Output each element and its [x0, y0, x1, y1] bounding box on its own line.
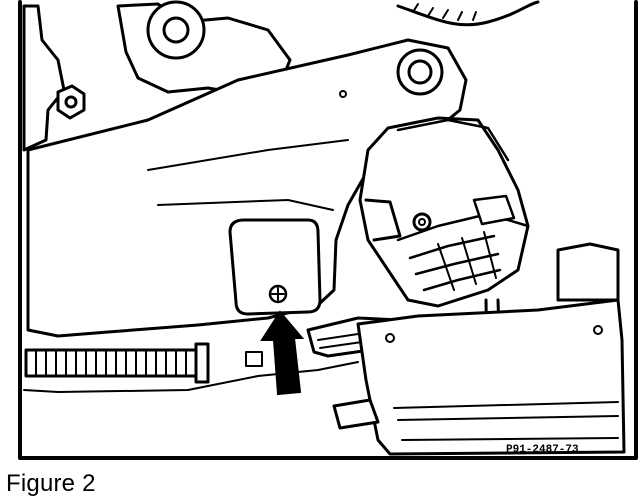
- cable-lines: [412, 3, 477, 21]
- engine-block-casting: [22, 4, 66, 152]
- cover-plate: [228, 218, 322, 316]
- cover-screw-slot: [271, 287, 285, 301]
- upper-pulley-hub: [162, 16, 190, 44]
- cable: [396, 0, 540, 27]
- stud-nut: [194, 342, 210, 384]
- pointer-arrow-icon: [260, 310, 305, 396]
- actuator-side: [364, 198, 402, 242]
- actuator-ribs: [396, 212, 530, 292]
- figure-caption: Figure 2: [6, 470, 96, 497]
- frame-border: [18, 0, 638, 460]
- lower-slide-teeth: [317, 333, 363, 349]
- small-hole: [339, 90, 347, 98]
- carrier-tab: [332, 398, 380, 430]
- carrier-hole-left: [385, 333, 395, 343]
- carrier-hole-right: [593, 325, 603, 335]
- carrier-inner: [393, 401, 619, 441]
- bracket-edge-line: [147, 139, 349, 171]
- stud-threads: [35, 349, 187, 377]
- technical-illustration: P91-2487-73: [18, 0, 638, 462]
- actuator-bracket: [472, 194, 516, 226]
- bracket-bolt-hole-inner: [407, 59, 433, 85]
- actuator-housing: [358, 116, 530, 308]
- small-bolt: [245, 351, 263, 367]
- carrier-ridge: [556, 242, 620, 302]
- part-number: P91-2487-73: [506, 444, 579, 456]
- bottom-carrier: [356, 298, 626, 456]
- actuator-screw-center: [418, 218, 426, 226]
- actuator-connector: [437, 231, 497, 291]
- actuator-top-cap: [396, 118, 510, 162]
- lower-rail: [23, 361, 359, 393]
- illustration-canvas: P91-2487-73: [18, 0, 638, 460]
- bracket-rib: [157, 199, 334, 211]
- hex-bolt-center: [64, 95, 78, 109]
